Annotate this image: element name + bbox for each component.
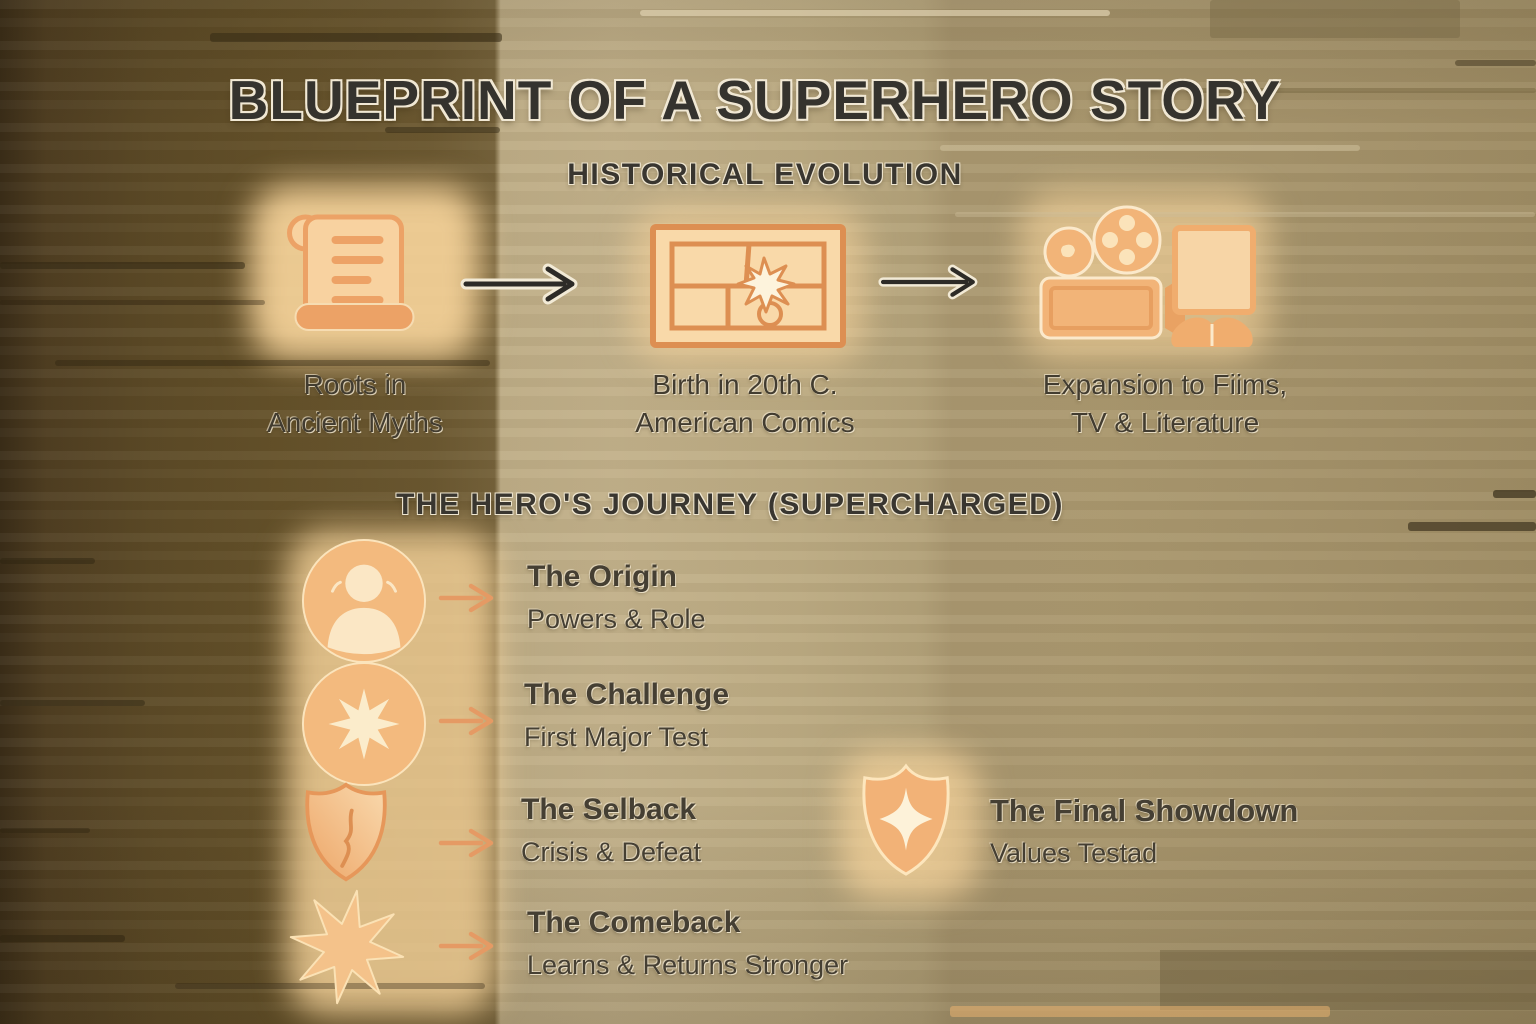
background-streak — [0, 300, 265, 305]
background-streak — [0, 828, 90, 833]
starburst-circle-icon — [300, 660, 428, 793]
shield-sparkle-icon — [852, 762, 960, 885]
journey-finale-subtitle: Values Testad — [990, 838, 1158, 868]
background-streak — [940, 145, 1360, 151]
background-streak — [385, 127, 500, 133]
arrow-right-icon — [437, 580, 501, 621]
background-streak — [175, 983, 485, 989]
label-line: American Comics — [635, 407, 855, 438]
label-line: Birth in 20th C. — [652, 369, 838, 400]
background-streak — [0, 700, 145, 706]
background-streak — [1493, 490, 1536, 498]
evolution-step-label: Birth in 20th C. American Comics — [595, 366, 895, 442]
arrow-right-icon — [878, 260, 988, 309]
arrow-right-icon — [437, 928, 501, 969]
background-streak — [950, 1006, 1330, 1017]
evolution-step-label: Roots in Ancient Myths — [230, 366, 480, 442]
label-line: TV & Literature — [1070, 407, 1260, 438]
arrow-right-icon — [460, 262, 590, 311]
scroll-icon — [268, 198, 436, 353]
journey-step-title: The Origin — [527, 560, 677, 593]
journey-finale-title: The Final Showdown — [990, 793, 1299, 828]
background-streak — [1455, 60, 1536, 66]
journey-step-subtitle: First Major Test — [524, 722, 709, 752]
background-streak — [1160, 950, 1536, 1010]
section-heading-evolution: HISTORICAL EVOLUTION — [567, 158, 963, 191]
cracked-shield-icon — [298, 780, 394, 890]
comic-panel-icon — [648, 222, 848, 355]
label-line: Ancient Myths — [267, 407, 443, 438]
journey-step-title: The Comeback — [527, 906, 741, 939]
arrow-right-icon — [437, 703, 501, 744]
person-circle-icon — [300, 537, 428, 670]
journey-step-title: The Selback — [521, 793, 697, 826]
film-tv-book-icon — [1035, 202, 1260, 357]
section-heading-journey: THE HERO'S JOURNEY (SUPERCHARGED) — [396, 488, 1064, 521]
eight-point-star-icon — [288, 888, 406, 1011]
label-line: Expansion to Fiims, — [1042, 369, 1288, 400]
background-streak — [0, 262, 245, 269]
background-streak — [1210, 0, 1460, 38]
journey-step-subtitle: Learns & Returns Stronger — [527, 950, 849, 980]
journey-step-title: The Challenge — [524, 678, 730, 711]
journey-step-subtitle: Powers & Role — [527, 604, 706, 634]
label-line: Roots in — [303, 369, 407, 400]
background-streak — [55, 360, 490, 366]
background-streak — [210, 33, 502, 42]
background-streak — [640, 10, 1110, 16]
arrow-right-icon — [437, 825, 501, 866]
background-streak — [1408, 522, 1536, 531]
journey-step-subtitle: Crisis & Defeat — [521, 837, 702, 867]
background-streak — [0, 558, 95, 564]
evolution-step-label: Expansion to Fiims, TV & Literature — [1015, 366, 1315, 442]
background-streak — [1186, 88, 1536, 93]
background-streak — [0, 935, 125, 942]
page-title: BLUEPRINT OF A SUPERHERO STORY — [228, 69, 1282, 131]
background-streak — [955, 212, 1535, 217]
